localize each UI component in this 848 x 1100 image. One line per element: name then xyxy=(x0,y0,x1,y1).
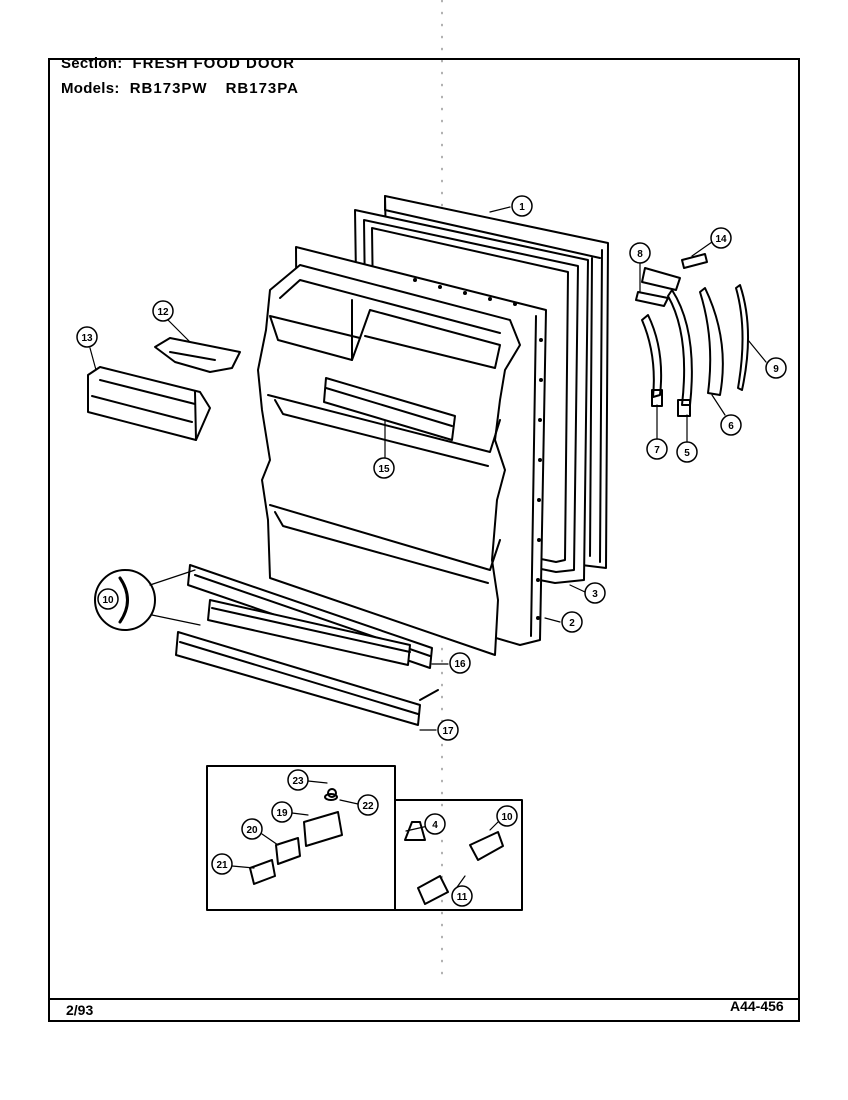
detail-magnifier xyxy=(94,569,201,631)
callout-22: 22 xyxy=(357,794,379,816)
callout-3: 3 xyxy=(584,582,606,604)
door-trim-lower xyxy=(175,631,439,726)
callout-23: 23 xyxy=(287,769,309,791)
callout-17: 17 xyxy=(437,719,459,741)
callout-14-label: 14 xyxy=(715,234,727,245)
callout-12-label: 12 xyxy=(157,307,169,318)
callout-4-label: 4 xyxy=(432,820,438,831)
callout-1: 1 xyxy=(511,195,533,217)
callout-8-label: 8 xyxy=(637,249,643,260)
callout-15-label: 15 xyxy=(378,464,390,475)
callout-21: 21 xyxy=(211,853,233,875)
callout-5: 5 xyxy=(676,441,698,463)
callout-7: 7 xyxy=(646,438,668,460)
callout-10b: 10 xyxy=(496,805,518,827)
callout-17-label: 17 xyxy=(442,726,454,737)
callout-15: 15 xyxy=(373,457,395,479)
callout-10a-label: 10 xyxy=(102,595,114,606)
callout-11-label: 11 xyxy=(457,892,468,903)
callout-9-label: 9 xyxy=(773,364,779,375)
inset-brackets xyxy=(394,799,523,911)
callout-16: 16 xyxy=(449,652,471,674)
door-trim-upper xyxy=(187,564,433,669)
model-2: RB173PA xyxy=(225,80,299,97)
callout-4: 4 xyxy=(424,813,446,835)
footer-divider xyxy=(48,998,800,1000)
model-1: RB173PW xyxy=(129,80,208,97)
hinge-parts xyxy=(635,253,750,417)
callout-5-label: 5 xyxy=(684,448,690,459)
small-tray xyxy=(154,319,241,373)
callout-20: 20 xyxy=(241,818,263,840)
callout-13-label: 13 xyxy=(81,333,93,344)
callout-22-label: 22 xyxy=(362,801,374,812)
callout-2: 2 xyxy=(561,611,583,633)
callout-12: 12 xyxy=(152,300,174,322)
callout-6: 6 xyxy=(720,414,742,436)
models-header: Models: RB173PW RB173PA xyxy=(52,63,299,97)
callouts: 1 2 3 4 5 6 7 8 9 10 10 11 12 13 14 15 1… xyxy=(76,195,787,907)
callout-13: 13 xyxy=(76,326,98,348)
footer-date: 2/93 xyxy=(66,1002,94,1018)
callout-6-label: 6 xyxy=(728,421,734,432)
callout-16-label: 16 xyxy=(454,659,466,670)
diagram-frame xyxy=(48,58,800,1022)
storage-bin xyxy=(87,347,211,441)
callout-10b-label: 10 xyxy=(501,812,513,823)
callout-9: 9 xyxy=(765,357,787,379)
callout-20-label: 20 xyxy=(246,825,258,836)
callout-19-label: 19 xyxy=(276,808,288,819)
models-label: Models: xyxy=(60,80,120,97)
callout-7-label: 7 xyxy=(654,445,660,456)
callout-10a: 10 xyxy=(97,588,119,610)
callout-23-label: 23 xyxy=(292,776,304,787)
shelf-bar xyxy=(323,377,456,461)
callout-8: 8 xyxy=(629,242,651,264)
callout-3-label: 3 xyxy=(592,589,598,600)
callout-2-label: 2 xyxy=(569,618,575,629)
callout-21-label: 21 xyxy=(216,860,228,871)
callout-14: 14 xyxy=(710,227,732,249)
callout-11: 11 xyxy=(451,885,473,907)
callout-1-label: 1 xyxy=(519,202,525,213)
footer-code: A44-456 xyxy=(730,998,784,1014)
callout-19: 19 xyxy=(271,801,293,823)
